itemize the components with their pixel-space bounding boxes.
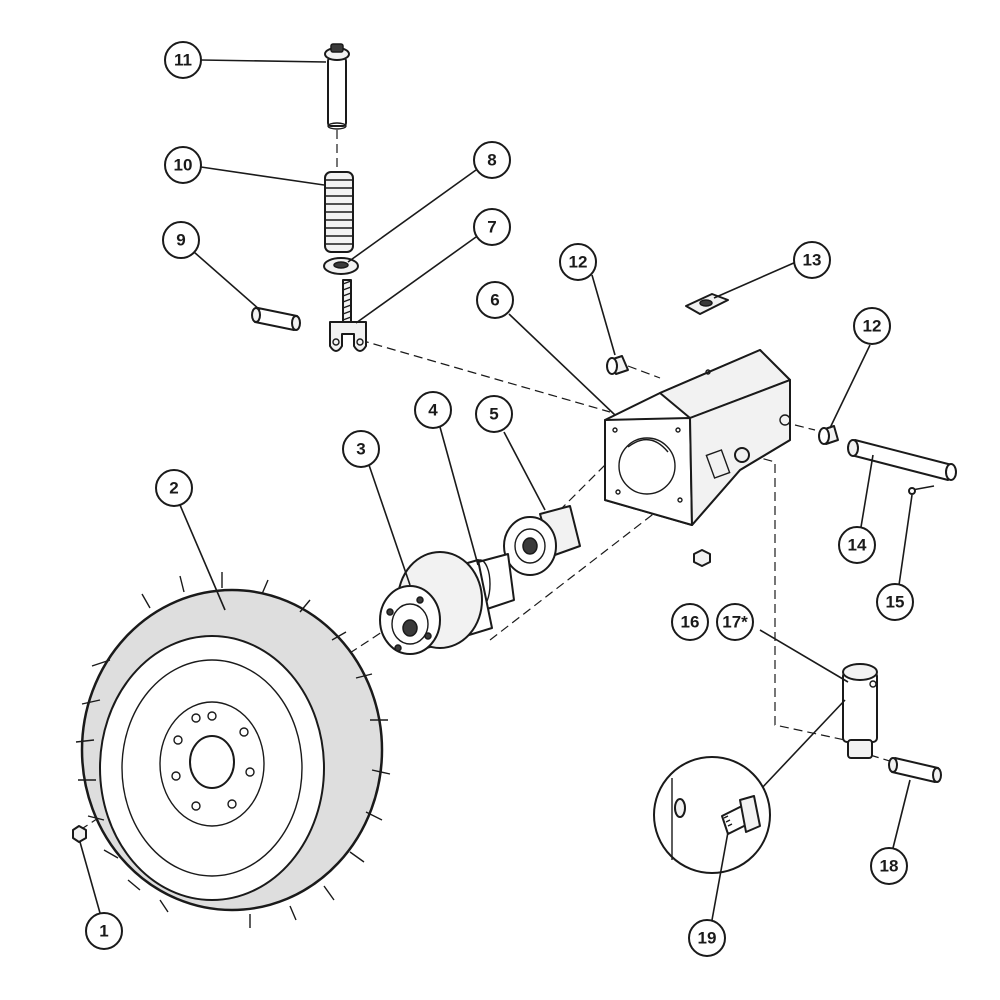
- part-9-pin: [251, 307, 301, 331]
- part-15-cotter-pin: [908, 485, 935, 495]
- callout-17-label: 17*: [722, 613, 748, 632]
- callout-14-label: 14: [848, 536, 867, 555]
- callout-7-label: 7: [487, 218, 496, 237]
- callout-10-label: 10: [174, 156, 193, 175]
- callout-12-right: 12: [853, 307, 891, 345]
- callout-18: 18: [870, 847, 908, 885]
- part-16-17-pivot: [842, 663, 878, 759]
- detail-magnifier: [653, 699, 846, 874]
- part-18-pin: [888, 757, 942, 783]
- part-1-lug-nut: [72, 825, 87, 843]
- part-5-motor: [503, 505, 581, 576]
- part-12-bushing-right: [818, 425, 839, 445]
- callout-11: 11: [164, 41, 202, 79]
- housing-nut: [693, 549, 711, 567]
- part-7-threaded-yoke: [329, 279, 367, 352]
- callout-3-label: 3: [356, 440, 365, 459]
- callout-12-right-label: 12: [863, 317, 882, 336]
- callout-5-label: 5: [489, 405, 498, 424]
- callout-1: 1: [85, 912, 123, 950]
- callout-13: 13: [793, 241, 831, 279]
- callout-17: 17*: [716, 603, 754, 641]
- callout-4: 4: [414, 391, 452, 429]
- callout-9: 9: [162, 221, 200, 259]
- callout-3: 3: [342, 430, 380, 468]
- callout-2-label: 2: [169, 479, 178, 498]
- callout-19: 19: [688, 919, 726, 957]
- callout-15-label: 15: [886, 593, 905, 612]
- callout-9-label: 9: [176, 231, 185, 250]
- part-14-long-pin: [847, 439, 957, 481]
- callout-12-left: 12: [559, 243, 597, 281]
- callout-10: 10: [164, 146, 202, 184]
- callouts: 11 10 8 9 7 12 13 6: [85, 41, 914, 957]
- leader-lines: [79, 59, 913, 921]
- callout-8-label: 8: [487, 151, 496, 170]
- part-2-wheel: [75, 572, 391, 928]
- callout-18-label: 18: [880, 857, 899, 876]
- part-13-plate: [685, 293, 729, 315]
- callout-2: 2: [155, 469, 193, 507]
- callout-14: 14: [838, 526, 876, 564]
- callout-1-label: 1: [99, 922, 108, 941]
- callout-19-label: 19: [698, 929, 717, 948]
- part-3-hub: [379, 551, 493, 655]
- callout-15: 15: [876, 583, 914, 621]
- callout-16-label: 16: [681, 613, 700, 632]
- part-6-housing: [604, 349, 791, 526]
- callout-6: 6: [476, 281, 514, 319]
- callout-13-label: 13: [803, 251, 822, 270]
- callout-16: 16: [671, 603, 709, 641]
- part-8-washer: [323, 257, 359, 275]
- callout-7: 7: [473, 208, 511, 246]
- callout-8: 8: [473, 141, 511, 179]
- part-11-headed-pin: [324, 43, 350, 130]
- part-10-spring: [324, 171, 354, 253]
- part-12-bushing-left: [606, 355, 629, 375]
- callout-6-label: 6: [490, 291, 499, 310]
- callout-11-label: 11: [174, 51, 192, 70]
- callout-4-label: 4: [428, 401, 438, 420]
- callout-5: 5: [475, 395, 513, 433]
- callout-12-left-label: 12: [569, 253, 588, 272]
